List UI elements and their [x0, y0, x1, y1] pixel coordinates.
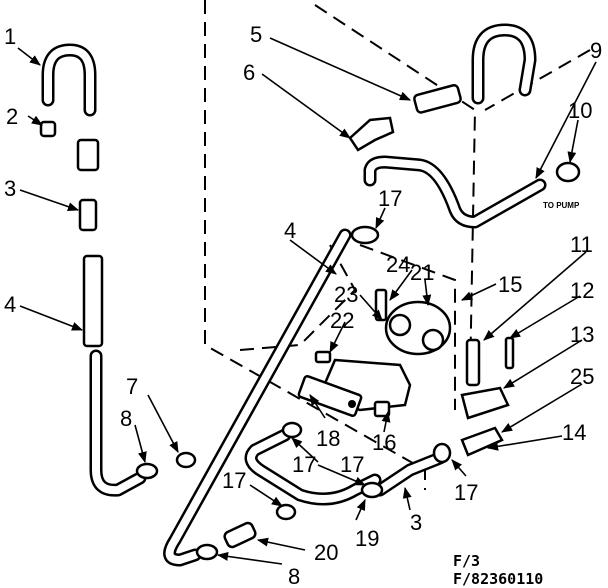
part-label-6: 6: [243, 60, 255, 85]
housing-outline: [204, 0, 591, 490]
part-label-16: 16: [372, 430, 396, 455]
part-label-19: 19: [355, 526, 379, 551]
part-label-17-d: 17: [454, 480, 478, 505]
lower-hoses: [163, 225, 452, 567]
part-label-1: 1: [4, 24, 16, 49]
part-label-12: 12: [570, 278, 594, 303]
figure-number: F/3: [453, 552, 480, 570]
part-label-11: 11: [570, 232, 593, 257]
part-label-13: 13: [570, 322, 594, 347]
part-label-23: 23: [334, 282, 358, 307]
part-label-9: 9: [590, 38, 602, 63]
part-label-18: 18: [316, 426, 340, 451]
part-label-4: 4: [4, 292, 16, 317]
part-label-8-b: 8: [288, 564, 300, 588]
part-label-2: 2: [6, 104, 18, 129]
leader-lines: [17, 37, 597, 565]
to-pump-annotation: TO PUMP: [543, 201, 580, 210]
part-label-17-e: 17: [340, 452, 364, 477]
part-label-7: 7: [126, 374, 138, 399]
part-label-17-c: 17: [222, 468, 246, 493]
top-hoses: [348, 23, 581, 229]
part-label-17-b: 17: [292, 452, 316, 477]
part-label-22: 22: [330, 308, 354, 333]
part-label-15: 15: [498, 272, 522, 297]
part-label-17-top: 17: [378, 186, 402, 211]
part-labels: 1 2 3 4 5 6 7 8 9 10 11 12 13 14 15 16 1…: [4, 22, 602, 588]
part-label-8: 8: [120, 406, 132, 431]
part-label-3-b: 3: [410, 510, 422, 535]
part-label-21: 21: [410, 260, 434, 285]
part-label-4-b: 4: [284, 218, 296, 243]
part-label-10: 10: [568, 98, 592, 123]
left-hose-assembly: [39, 43, 197, 497]
figure-code: F/82360110: [453, 570, 543, 588]
part-label-20: 20: [314, 540, 338, 565]
part-label-5: 5: [250, 22, 262, 47]
part-label-24: 24: [386, 252, 410, 277]
valve-assembly: [297, 288, 515, 457]
part-label-14: 14: [562, 420, 586, 445]
part-label-25: 25: [570, 364, 594, 389]
part-label-3: 3: [4, 176, 16, 201]
